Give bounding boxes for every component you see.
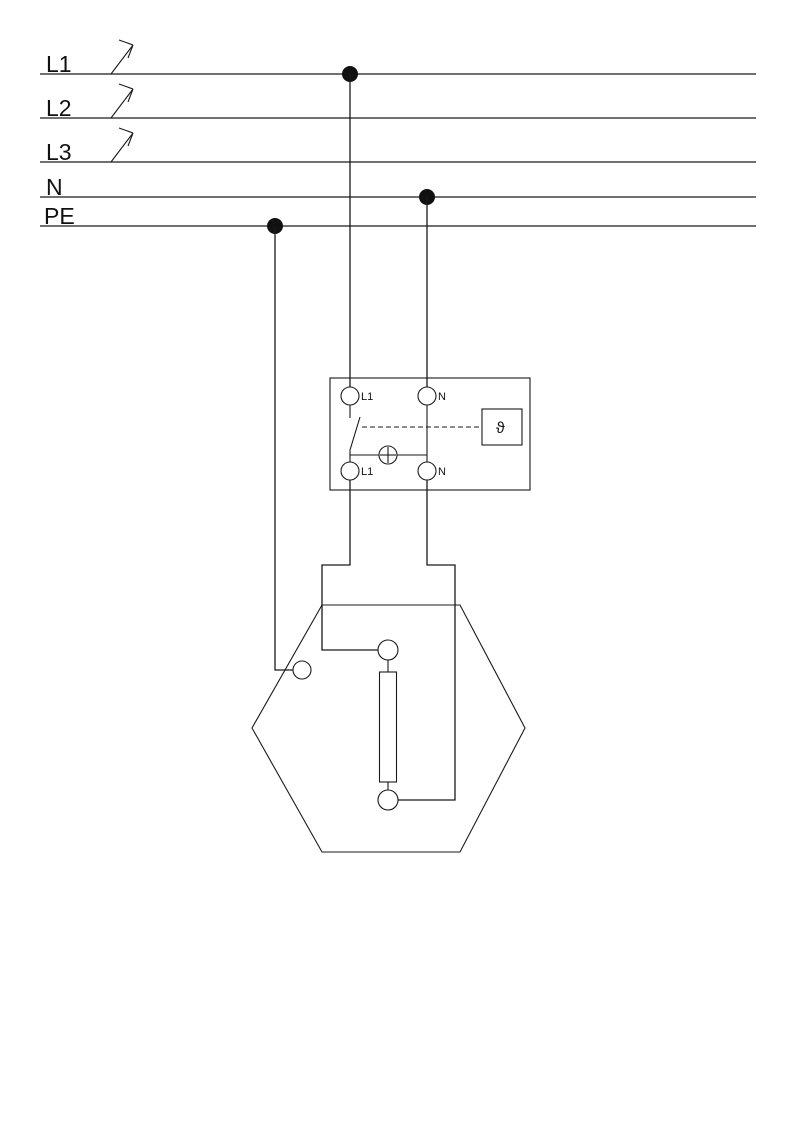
element-terminal-top [377, 639, 399, 661]
indicator-lamp-icon [378, 445, 398, 465]
switch-blade [349, 416, 361, 451]
element-resistor-body [378, 671, 398, 783]
bus-label-n: N [46, 174, 63, 200]
wire-pe-drop [274, 226, 293, 671]
wire-n-to-heater [426, 480, 456, 605]
terminal-bottom-l1-label: L1 [361, 466, 373, 478]
bus-lines: L1 L2 L3 N PE [40, 51, 756, 229]
breaker-icon-l2 [110, 83, 134, 119]
bus-label-l3: L3 [46, 139, 72, 165]
thermostat-theta-symbol: ϑ [496, 420, 505, 437]
breaker-icon-l3 [110, 127, 134, 163]
heating-element [377, 639, 399, 811]
terminal-top-n-label: N [438, 391, 446, 403]
bus-label-l2: L2 [46, 95, 72, 121]
terminal-top-n [417, 386, 437, 406]
controller-box: L1 N ϑ L1 [329, 377, 531, 491]
wire-inner-l1 [321, 605, 378, 651]
terminal-bottom-n [417, 461, 437, 481]
bus-label-l1: L1 [46, 51, 72, 77]
breaker-symbols [110, 39, 134, 163]
breaker-icon-l1 [110, 39, 134, 75]
pe-terminal [292, 660, 312, 680]
wire-l1-to-heater [321, 480, 351, 605]
wire-inner-n [398, 605, 456, 801]
terminal-top-l1 [340, 386, 360, 406]
terminal-top-l1-label: L1 [361, 391, 373, 403]
controller-outline [329, 377, 531, 491]
bus-label-pe: PE [44, 203, 75, 229]
element-terminal-bottom [377, 789, 399, 811]
thermostat-sensor-box [481, 408, 523, 446]
terminal-bottom-n-label: N [438, 466, 446, 478]
terminal-bottom-l1 [340, 461, 360, 481]
